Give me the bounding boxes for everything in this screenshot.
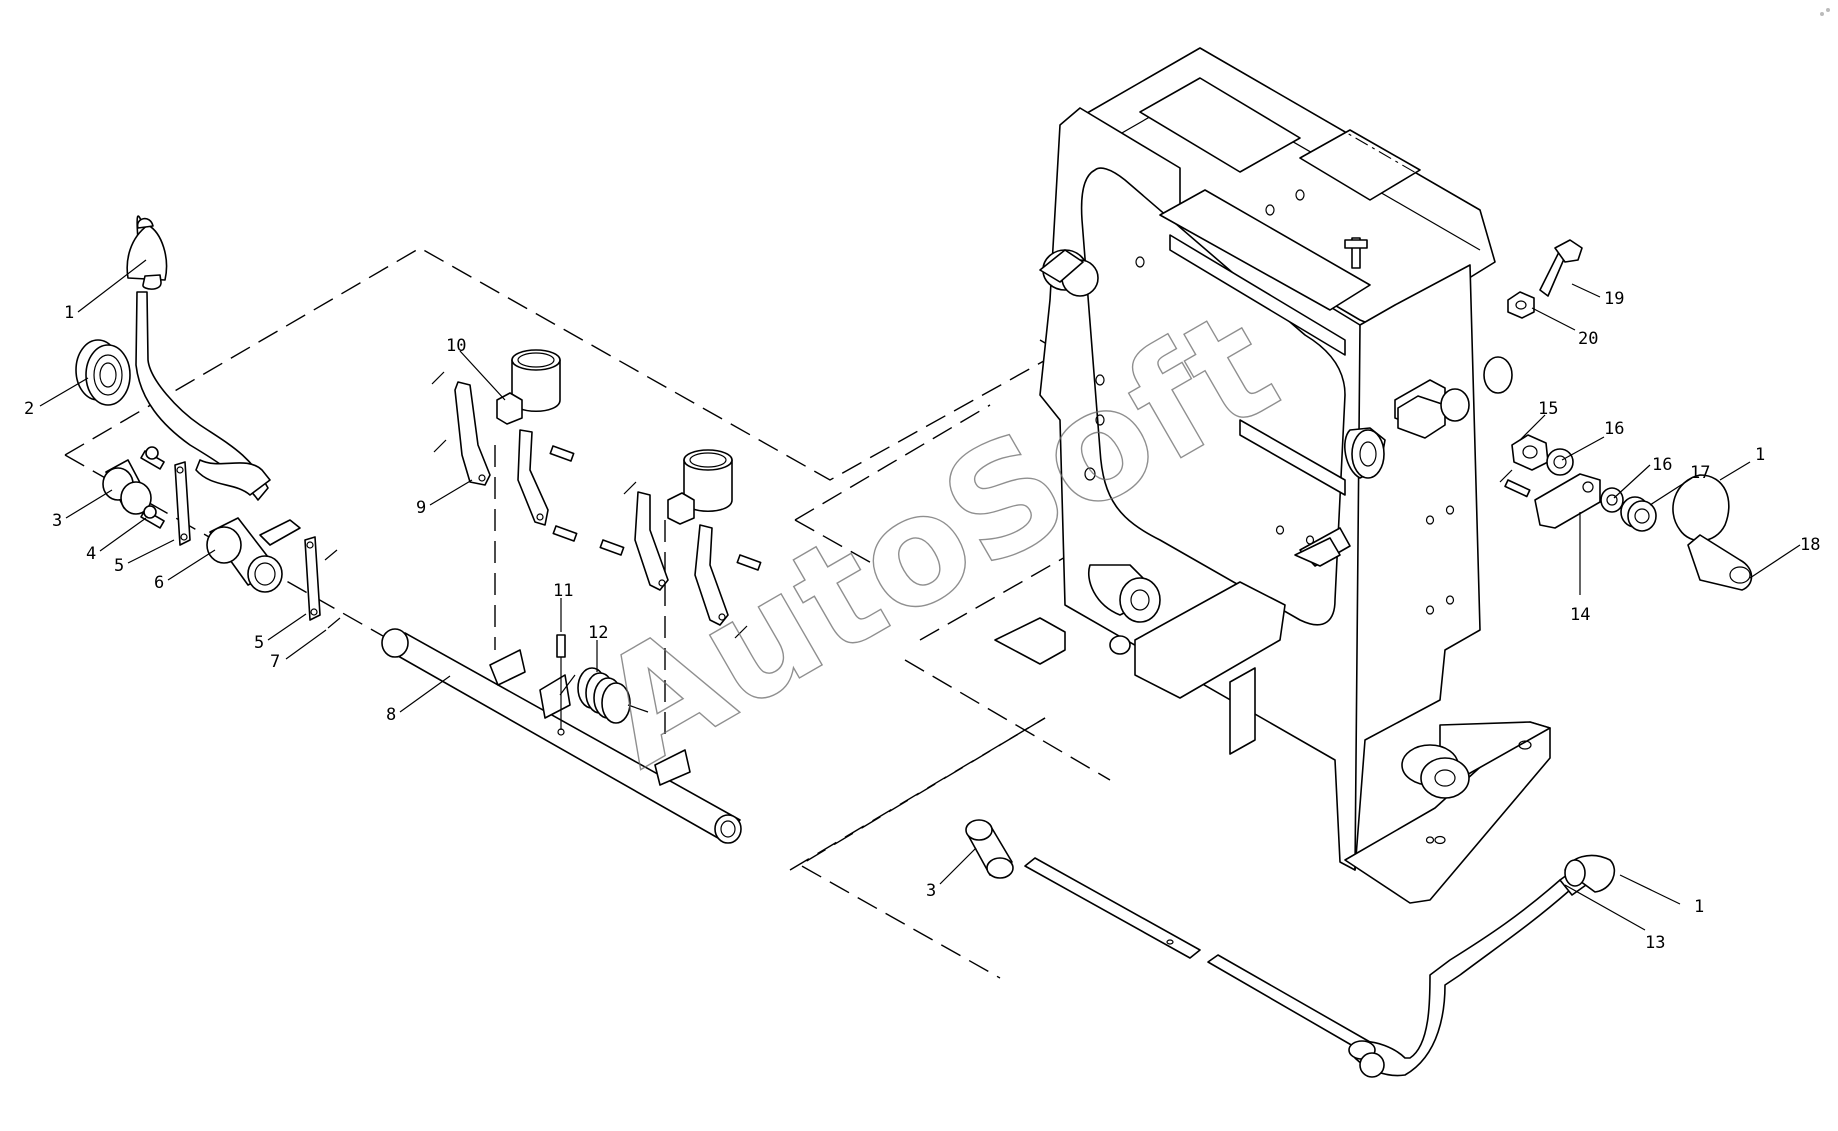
nut-15 (1511, 434, 1549, 471)
callout-2: 2 (24, 399, 34, 419)
link-plates (174, 461, 321, 621)
callout-7: 7 (270, 652, 280, 672)
callout-1: 1 (1755, 445, 1765, 465)
main-frame (994, 47, 1551, 904)
washer-16-b (1600, 487, 1624, 513)
lever-pivot-tube (206, 517, 301, 593)
callout-5: 5 (254, 633, 264, 653)
callout-8: 8 (386, 705, 396, 725)
callout-20: 20 (1578, 329, 1598, 349)
callout-11: 11 (553, 581, 573, 601)
bolts-left (140, 446, 165, 529)
callout-5: 5 (114, 556, 124, 576)
gear-shift-lever-upper (126, 215, 271, 501)
handle-18 (1687, 534, 1753, 591)
arm-bushings (496, 349, 733, 525)
callout-6: 6 (154, 573, 164, 593)
callout-12: 12 (588, 623, 608, 643)
nut-20 (1507, 291, 1535, 319)
frame-bushing-lower (1088, 564, 1161, 655)
callout-19: 19 (1604, 289, 1624, 309)
callout-18: 18 (1800, 535, 1820, 555)
frame-top-pin (1344, 237, 1368, 269)
callout-10: 10 (446, 336, 466, 356)
callout-15: 15 (1538, 399, 1558, 419)
bushing-lower (965, 819, 1014, 879)
bolt-19 (1539, 239, 1583, 297)
callout-16: 16 (1652, 455, 1672, 475)
callout-3: 3 (52, 511, 62, 531)
frame-bushing-middle (1344, 427, 1386, 479)
lower-shift-lever (1348, 854, 1616, 1078)
lever-arm-14 (1499, 469, 1601, 529)
callout-14: 14 (1570, 605, 1590, 625)
washer-16-a (1546, 448, 1574, 476)
frame-bushing-base (1401, 744, 1470, 799)
bracket-plate (1397, 356, 1513, 439)
corner-mark (1820, 8, 1830, 16)
cotter-pins-left (324, 549, 341, 629)
callout-1: 1 (1694, 897, 1704, 917)
callout-3: 3 (926, 881, 936, 901)
cross-shaft (381, 628, 742, 844)
control-arms (454, 381, 729, 626)
callout-1: 1 (64, 303, 74, 323)
callout-16: 16 (1604, 419, 1624, 439)
bushing-left (102, 459, 152, 515)
rubber-boot-seal (75, 339, 131, 406)
callout-labels: 1 2 3 4 5 6 5 7 8 9 10 11 12 19 20 15 16… (24, 289, 1820, 953)
leader-lines (39, 259, 1801, 931)
callout-17: 17 (1690, 463, 1710, 483)
callout-13: 13 (1645, 933, 1665, 953)
lower-rod (1024, 857, 1371, 1051)
bushing-17 (1620, 496, 1657, 532)
callout-4: 4 (86, 544, 96, 564)
callout-9: 9 (416, 498, 426, 518)
torsion-spring (559, 667, 649, 724)
frame-bushing-upper (1039, 249, 1099, 297)
arm-bolts (431, 371, 762, 639)
